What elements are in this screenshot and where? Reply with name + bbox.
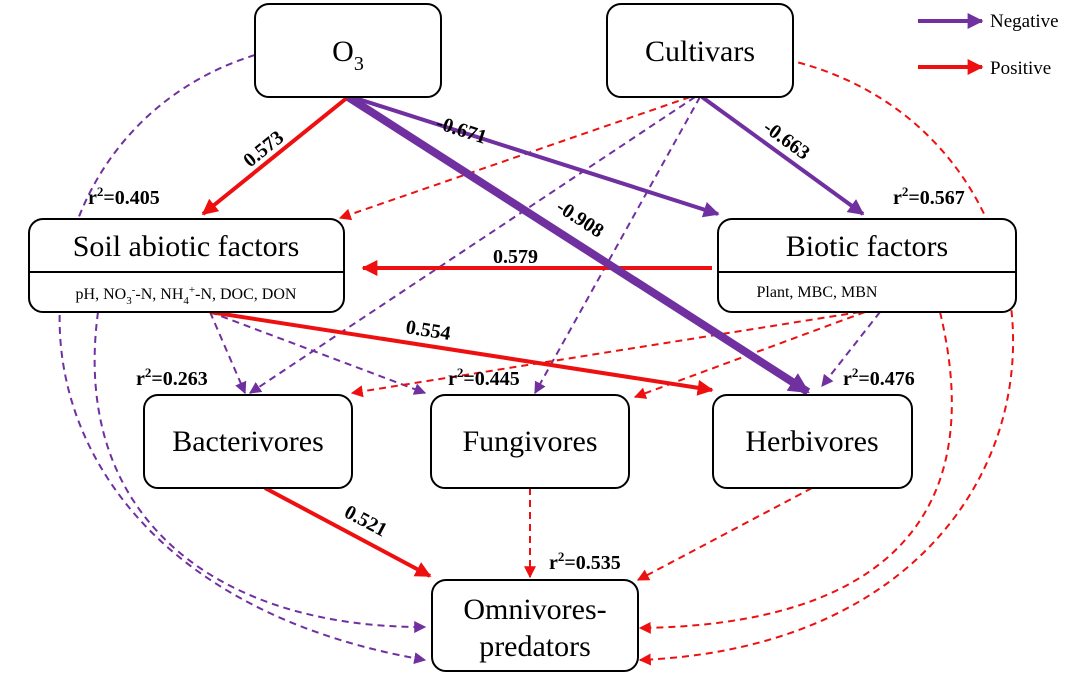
coef-bacterivores-omnivores: 0.521	[341, 501, 391, 542]
coef-o3-biotic: -0.671	[433, 112, 489, 149]
node-herbivores-label: Herbivores	[745, 425, 878, 458]
node-bacterivores: Bacterivores	[143, 394, 353, 489]
node-o3-label: O3	[332, 35, 364, 75]
r2-bacterivores: r2=0.263	[136, 365, 208, 390]
r2-soil: r2=0.405	[88, 184, 160, 209]
coef-biotic-soil: 0.579	[493, 246, 538, 268]
path-soil-omnivores	[93, 311, 427, 634]
coef-soil-herbivores: 0.554	[404, 316, 452, 345]
node-omnivores-predators: Omnivores- predators	[431, 579, 639, 672]
path-o3-soil	[201, 95, 350, 216]
legend: Negative Positive	[918, 11, 1059, 79]
path-cultivars-biotic	[700, 95, 865, 216]
path-o3-herbivores	[345, 93, 811, 396]
path-soil-fungivores	[209, 311, 427, 395]
node-fungivores: Fungivores	[430, 394, 630, 489]
node-soil-abiotic-factors: Soil abiotic factors pH, NO3--N, NH4+-N,…	[28, 218, 345, 313]
node-o3: O3	[254, 3, 442, 98]
node-biotic-factors: Biotic factors Plant, MBC, MBN	[717, 218, 1017, 313]
path-o3-biotic	[351, 95, 720, 218]
path-soil-herbivores	[209, 310, 714, 396]
path-cultivars-bacterivores	[249, 96, 696, 394]
r2-omnivores: r2=0.535	[549, 549, 621, 574]
legend-negative-label: Negative	[990, 11, 1059, 32]
path-biotic-omnivores	[638, 311, 953, 634]
node-biotic-label: Biotic factors	[786, 230, 948, 263]
solid-paths	[201, 93, 865, 578]
r2-fungivores: r2=0.445	[448, 365, 520, 390]
path-bacterivores-omnivores	[264, 486, 432, 578]
node-omnivores-line1: Omnivores-	[463, 593, 606, 626]
node-bacterivores-label: Bacterivores	[172, 425, 324, 458]
path-cultivars-omnivores	[638, 54, 1015, 666]
node-omnivores-line2: predators	[479, 630, 591, 663]
node-herbivores: Herbivores	[712, 394, 913, 489]
path-soil-bacterivores	[209, 311, 247, 395]
node-biotic-detail: Plant, MBC, MBN	[757, 284, 878, 301]
path-cultivars-soil	[338, 96, 691, 221]
path-cultivars-fungivores	[534, 96, 701, 395]
node-soil-detail: pH, NO3--N, NH4+-N, DOC, DON	[76, 284, 297, 307]
path-herbivores-omnivores	[636, 487, 813, 581]
path-biotic-bacterivores	[350, 311, 861, 398]
r2-herbivores: r2=0.476	[843, 365, 915, 390]
path-biotic-herbivores	[821, 311, 881, 387]
r2-biotic: r2=0.567	[893, 184, 965, 209]
node-cultivars-label: Cultivars	[645, 35, 755, 68]
dashed-paths	[58, 54, 1015, 666]
node-soil-label: Soil abiotic factors	[73, 230, 300, 263]
node-fungivores-label: Fungivores	[463, 425, 598, 458]
path-o3-omnivores	[58, 54, 427, 665]
legend-positive-label: Positive	[990, 58, 1051, 79]
node-cultivars: Cultivars	[606, 3, 794, 98]
